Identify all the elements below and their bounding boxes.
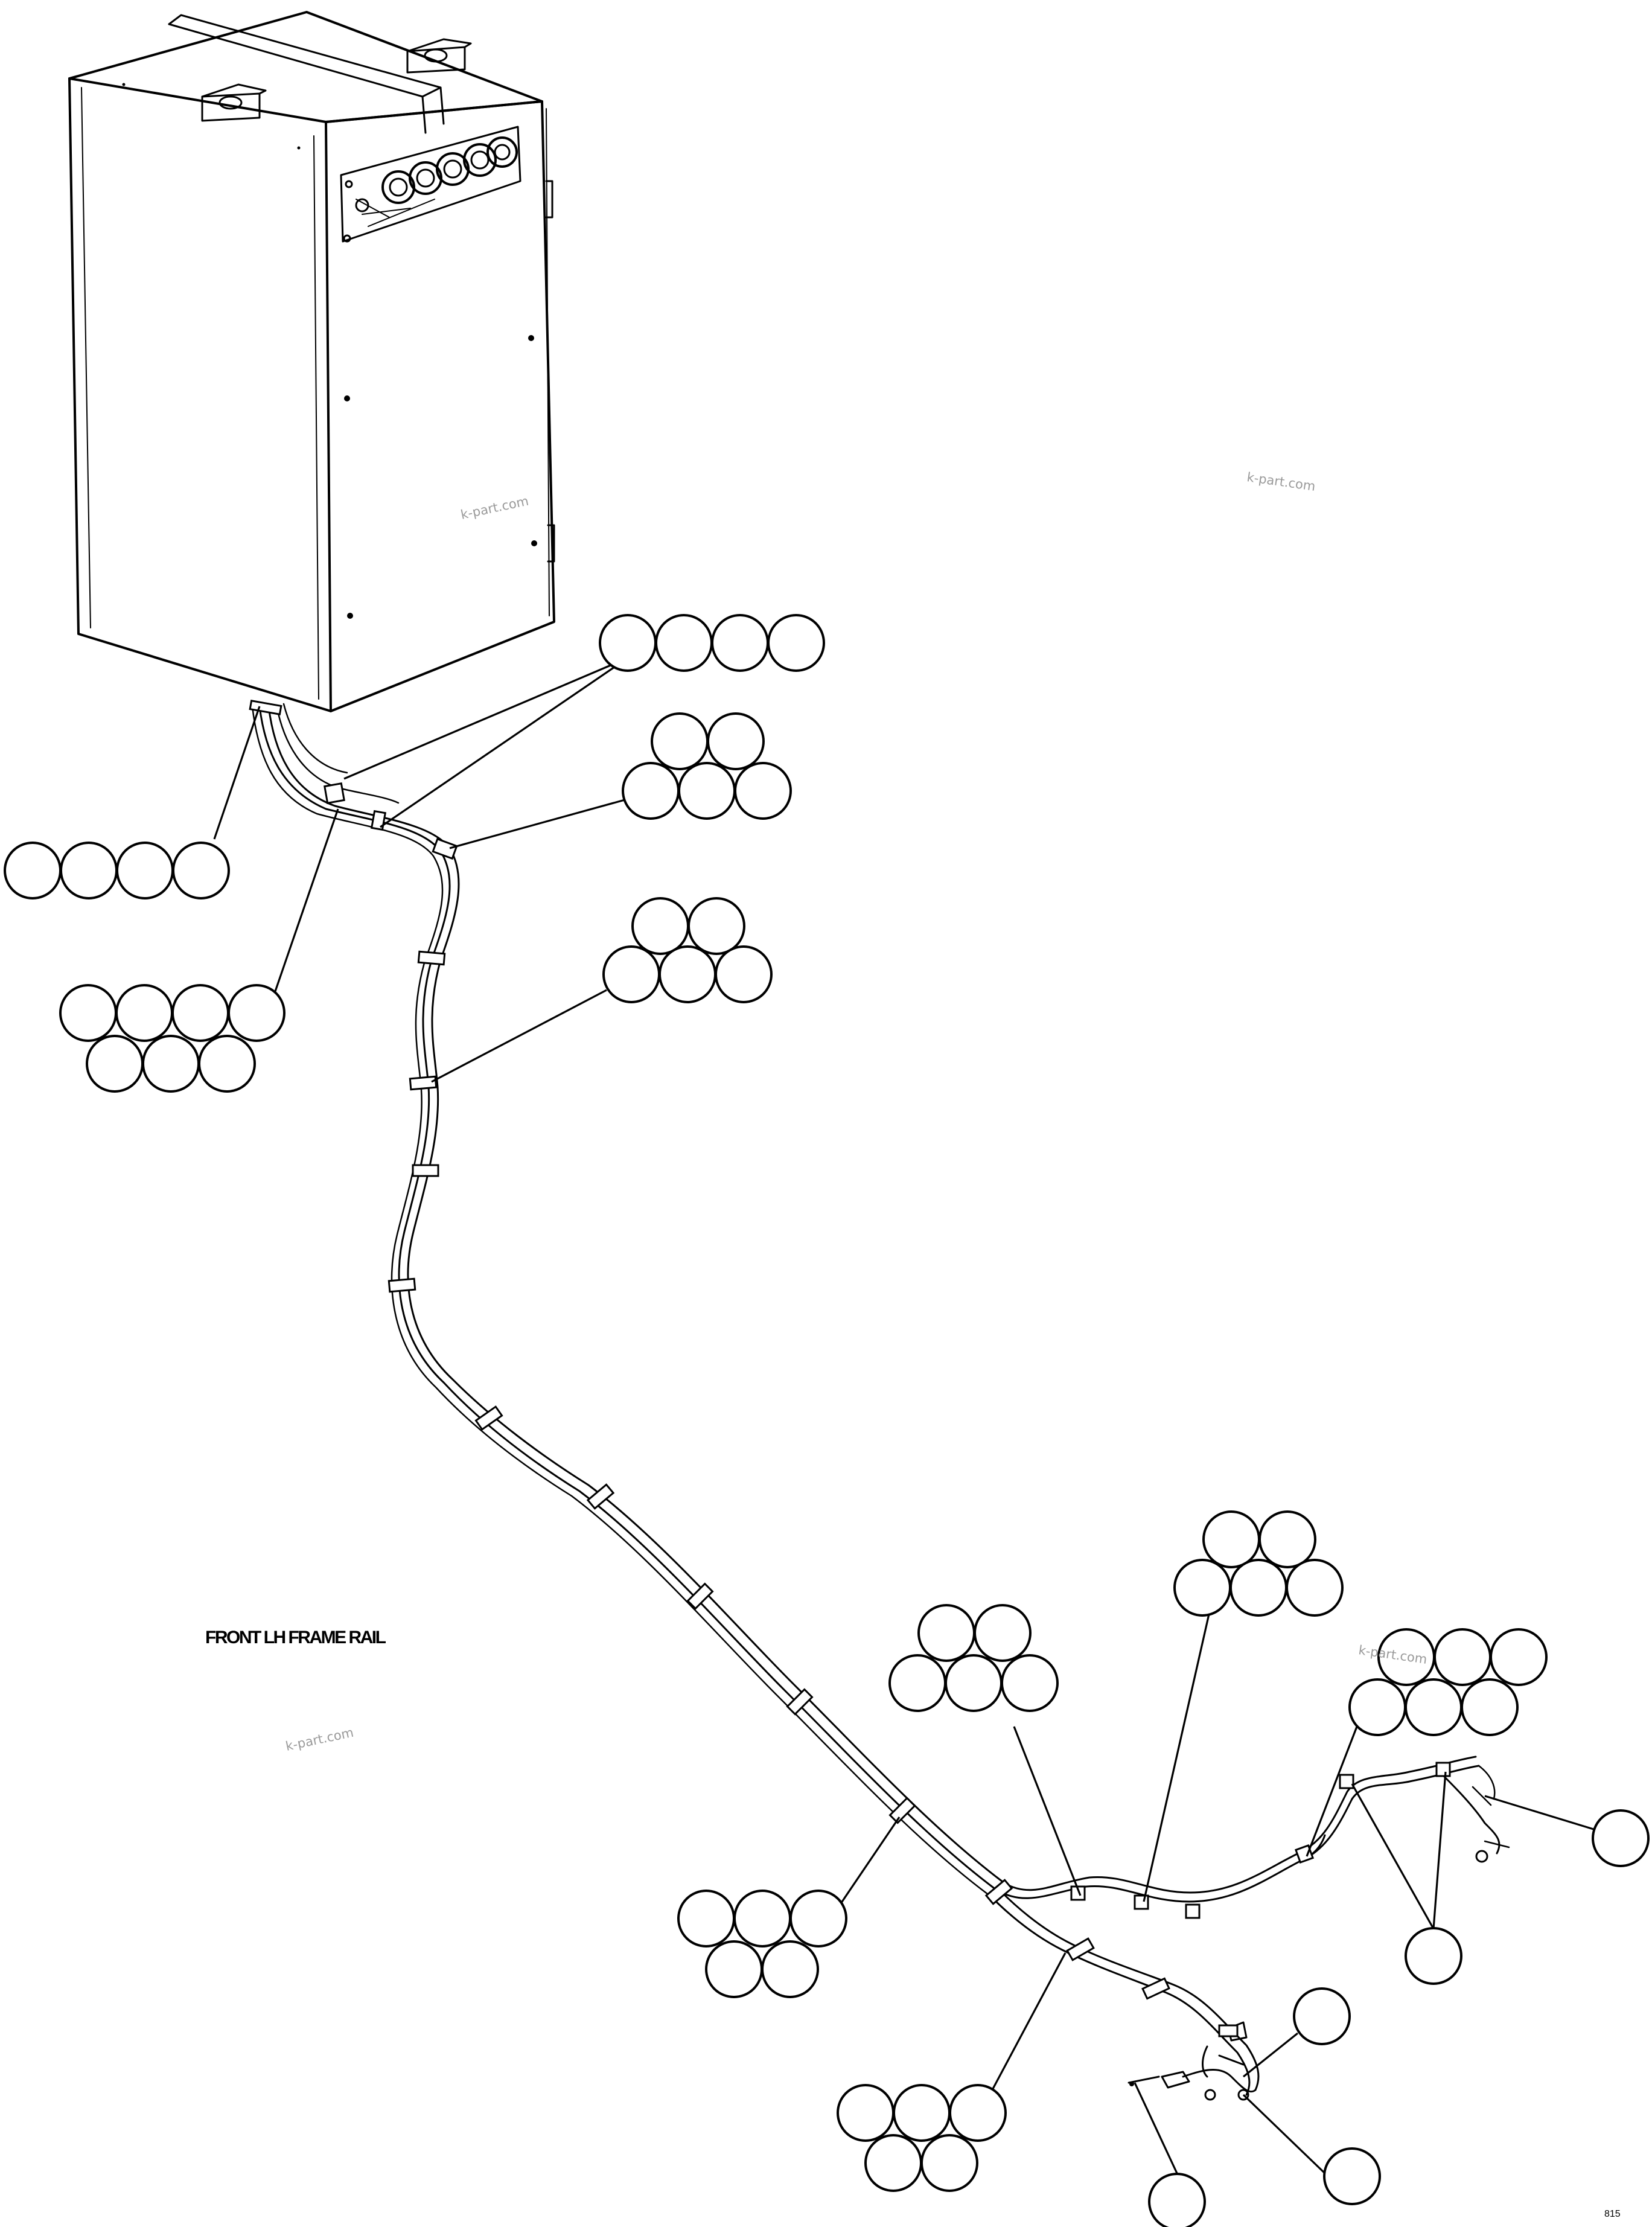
callout-singles bbox=[1148, 1809, 1650, 2227]
connector-panel bbox=[340, 126, 521, 243]
main-harness bbox=[251, 703, 1510, 2101]
callout-group-left-7 bbox=[59, 984, 285, 1093]
harness-clips bbox=[249, 700, 1451, 2037]
callout-group-far-right-6 bbox=[1348, 1628, 1548, 1736]
watermark: k-part.com bbox=[459, 494, 530, 522]
callout-group-bottom-5 bbox=[837, 2084, 1007, 2192]
callout-group-mid-5 bbox=[602, 897, 773, 1003]
lifting-bracket bbox=[406, 38, 472, 74]
lifting-bracket bbox=[201, 83, 267, 122]
callout-group-left-4 bbox=[4, 842, 230, 899]
callout-group-center-5 bbox=[888, 1604, 1059, 1712]
callout-group-upper-5 bbox=[622, 712, 792, 820]
figure-number: 815 bbox=[1604, 2209, 1621, 2219]
watermark: k-part.com bbox=[1246, 470, 1316, 494]
frame-rail-caption: FRONT LH FRAME RAIL bbox=[205, 1628, 386, 1647]
callout-group-right-5 bbox=[1173, 1510, 1344, 1617]
callout-group-top-4 bbox=[599, 614, 825, 672]
electrical-enclosure bbox=[68, 11, 555, 712]
watermark: k-part.com bbox=[284, 1725, 355, 1754]
leader-lines bbox=[213, 657, 1594, 2174]
callout-group-lower-5 bbox=[677, 1890, 847, 1998]
